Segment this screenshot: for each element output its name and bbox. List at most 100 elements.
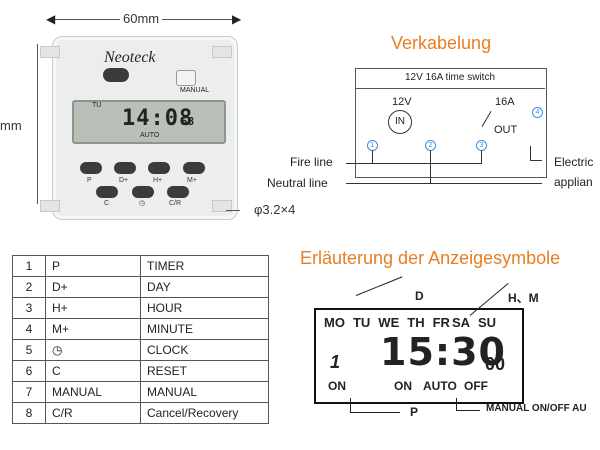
mount-tab — [212, 200, 232, 212]
table-cell: H+ — [45, 297, 141, 319]
table-cell: 1 — [12, 255, 46, 277]
hole-label: φ3.2×4 — [254, 202, 296, 217]
fire-line-label: Fire line — [290, 155, 333, 169]
lcd-day: TU — [92, 102, 102, 109]
display-seconds: 00 — [485, 354, 506, 374]
brand-logo: Neoteck — [104, 49, 156, 66]
table-cell: C — [45, 360, 141, 382]
wiring-title: Verkabelung — [391, 33, 492, 53]
table-cell: 5 — [12, 339, 46, 361]
pointer-p — [350, 398, 351, 412]
hour-button-label: H+ — [153, 177, 163, 184]
lcd-screen — [72, 100, 226, 144]
mode-auto: AUTO — [423, 379, 457, 393]
wire — [530, 160, 542, 161]
neutral-wire — [346, 183, 542, 184]
day-th: TH — [407, 315, 425, 330]
day-mo: MO — [324, 315, 345, 330]
program-number: 1 — [330, 352, 341, 372]
fire-wire — [346, 163, 482, 164]
p-button[interactable] — [80, 162, 102, 174]
table-row: 5◷CLOCK — [12, 339, 269, 361]
manual-switch[interactable] — [176, 70, 196, 86]
pointer-p — [350, 412, 400, 413]
terminal-4: 4 — [532, 107, 543, 118]
cancel-recovery-label: C/R — [169, 200, 182, 207]
table-cell: RESET — [140, 360, 269, 382]
cancel-recovery-button[interactable] — [167, 186, 189, 198]
neutral-line-label: Neutral line — [267, 176, 328, 190]
wire — [430, 150, 431, 184]
table-cell: 6 — [12, 360, 46, 382]
lcd-time: 14:08 — [122, 106, 194, 131]
width-label: 60mm — [120, 11, 163, 26]
clock-icon: ◷ — [45, 339, 141, 361]
p-button-label: P — [87, 177, 92, 184]
arrow-left-icon: ◀ — [46, 12, 56, 26]
table-cell: 3 — [12, 297, 46, 319]
day-su: SU — [478, 315, 497, 330]
clock-button[interactable] — [132, 186, 154, 198]
electric-label: Electric — [554, 155, 594, 169]
wire — [481, 150, 482, 164]
table-cell: CLOCK — [140, 339, 269, 361]
minute-button[interactable] — [183, 162, 205, 174]
table-cell: MANUAL — [140, 381, 269, 403]
input-terminal: IN — [388, 110, 412, 134]
reset-button-label: C — [104, 200, 110, 207]
day-we: WE — [378, 315, 400, 330]
height-dimension — [37, 44, 38, 204]
display-diagram — [314, 308, 524, 404]
display-time: 15:30 — [380, 330, 506, 374]
clock-icon: ◷ — [139, 200, 146, 207]
label-hm: H、M — [508, 291, 539, 305]
day-button[interactable] — [114, 162, 136, 174]
table-cell: MANUAL — [45, 381, 141, 403]
table-cell: 2 — [12, 276, 46, 298]
arrow-right-icon: ▶ — [232, 12, 242, 26]
current-label: 16A — [495, 96, 515, 108]
table-cell: DAY — [140, 276, 269, 298]
day-sa: SA — [451, 315, 470, 330]
reset-button[interactable] — [96, 186, 118, 198]
table-cell: C/R — [45, 402, 141, 424]
power-button[interactable] — [103, 68, 129, 82]
day-tu: TU — [352, 315, 371, 330]
table-cell: MINUTE — [140, 318, 269, 340]
appliance-label: applian — [554, 175, 593, 189]
table-cell: HOUR — [140, 297, 269, 319]
on-indicator: ON — [328, 379, 346, 393]
day-fr: FR — [432, 315, 450, 330]
label-p: P — [410, 405, 419, 419]
table-cell: 7 — [12, 381, 46, 403]
pointer-manual — [456, 398, 457, 410]
table-cell: TIMER — [140, 255, 269, 277]
mode-on: ON — [394, 379, 412, 393]
table-cell: D+ — [45, 276, 141, 298]
manual-onoff-label: MANUAL ON/OFF AU — [486, 403, 587, 414]
hour-button[interactable] — [148, 162, 170, 174]
manual-label: MANUAL — [180, 87, 210, 94]
height-label: mm — [0, 118, 22, 133]
table-cell: P — [45, 255, 141, 277]
lcd-seconds: 58 — [181, 115, 195, 128]
lcd-mode: AUTO — [140, 132, 160, 139]
wire — [530, 146, 531, 160]
wiring-box — [355, 68, 547, 178]
pointer-manual — [456, 410, 480, 411]
table-cell: M+ — [45, 318, 141, 340]
day-button-label: D+ — [119, 177, 129, 184]
hole-leader — [226, 210, 240, 211]
mode-off: OFF — [464, 379, 488, 393]
output-label: OUT — [494, 124, 518, 136]
voltage-label: 12V — [392, 96, 412, 108]
display-title: Erläuterung der Anzeigesymbole — [300, 248, 561, 268]
table-cell: 8 — [12, 402, 46, 424]
